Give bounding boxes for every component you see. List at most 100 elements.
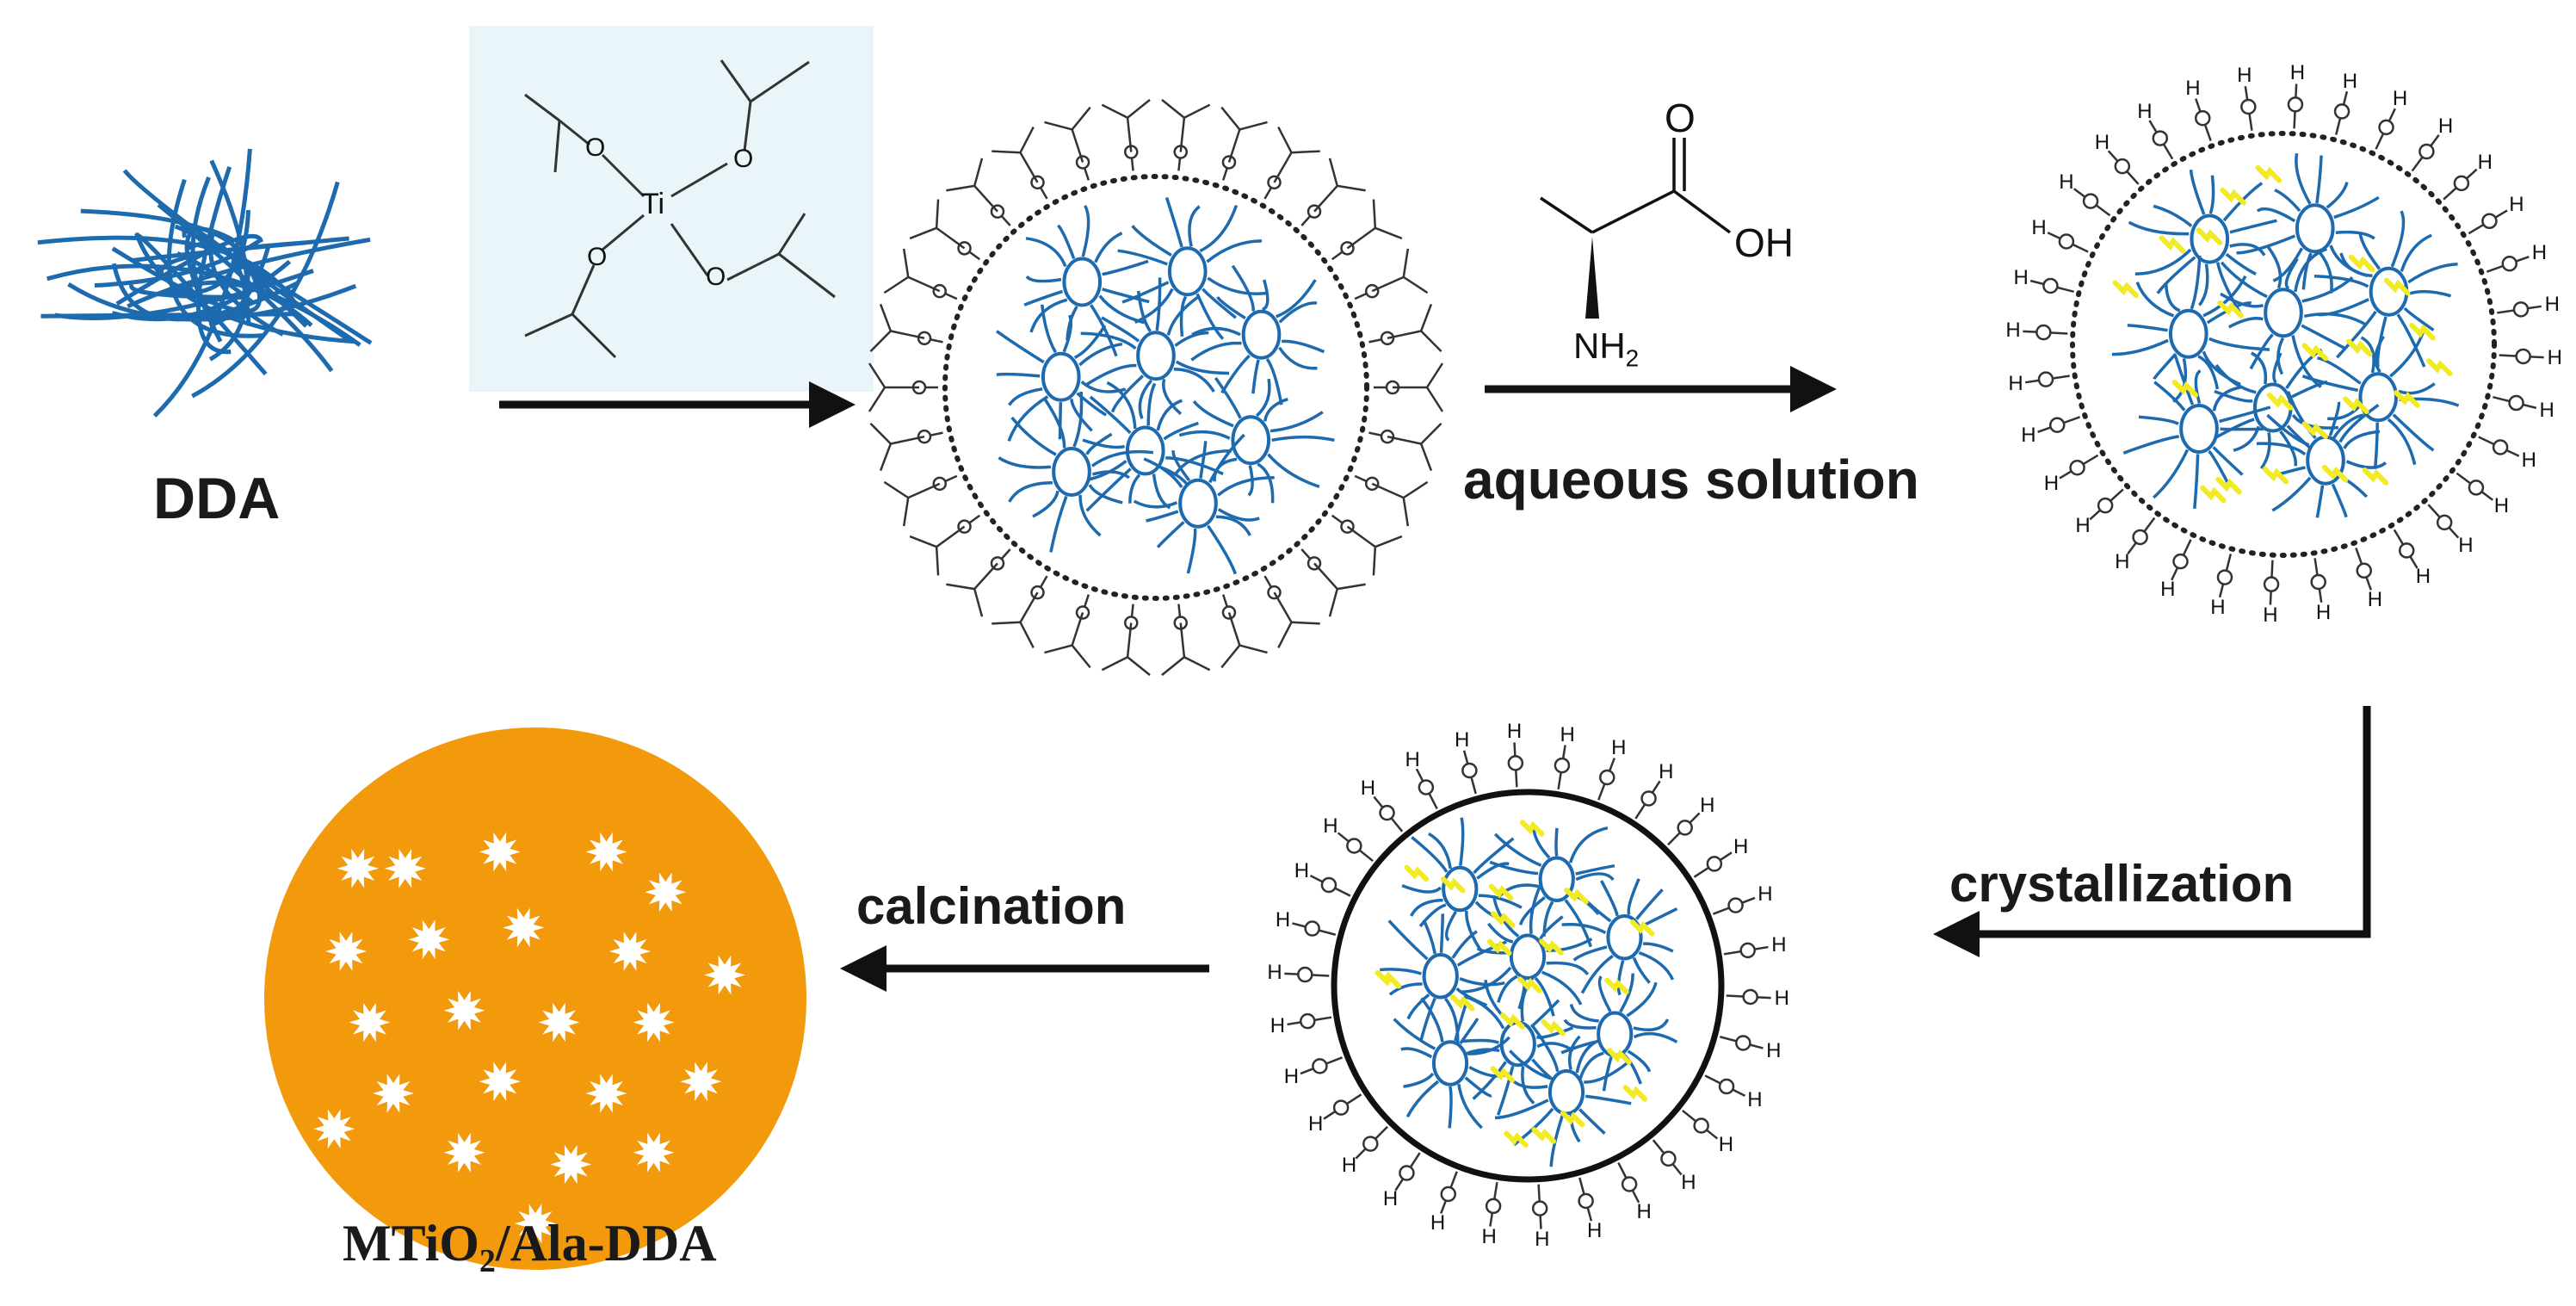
- surfactant-tail: [1070, 399, 1093, 432]
- p2-hydrogen-label: H: [2539, 398, 2554, 422]
- micelle-node: [2369, 266, 2409, 317]
- dda-fiber: [176, 251, 254, 305]
- surfactant-tail: [2256, 442, 2307, 456]
- ttip-o-atom: O: [587, 243, 608, 271]
- surfactant-tail: [2215, 364, 2257, 394]
- surfactant-tail: [1072, 391, 1084, 448]
- oxygen-atom: [1440, 1185, 1457, 1203]
- surfactant-tail: [2345, 460, 2388, 469]
- alanine-zigzag: [1560, 1110, 1585, 1128]
- p2-hydrogen-label: H: [2237, 64, 2252, 88]
- surfactant-tail: [1393, 1018, 1436, 1050]
- dda-fiber: [182, 226, 308, 328]
- micelle-node: [1509, 933, 1547, 980]
- surfactant-tail: [2331, 483, 2348, 518]
- oxygen-atom: [1640, 790, 1657, 807]
- surfactant-tail: [2138, 415, 2179, 425]
- surfactant-tail: [2272, 247, 2304, 282]
- p3-hydrogen-label: H: [1747, 1088, 1763, 1112]
- p2-hydrogen-label: H: [2521, 448, 2536, 472]
- surfactant-tail: [1025, 275, 1062, 283]
- surfactant-tail: [2111, 338, 2169, 356]
- surfactant-tail: [1419, 997, 1436, 1042]
- pore-star: [585, 1074, 627, 1113]
- surfactant-tail: [2208, 449, 2229, 483]
- dda-fiber: [157, 202, 334, 373]
- oxygen-atom: [1693, 1117, 1709, 1134]
- micelle-node: [1422, 953, 1459, 1000]
- surfactant-tail: [1638, 950, 1675, 981]
- dda-fiber: [115, 233, 263, 306]
- surfactant-tail: [2256, 207, 2296, 223]
- surfactant-tail: [2317, 298, 2369, 317]
- surfactant-tail: [1420, 997, 1444, 1043]
- surfactant-tail: [1207, 524, 1238, 575]
- surfactant-tail: [1156, 521, 1185, 548]
- surfactant-tail: [2153, 381, 2186, 412]
- p2-hydrogen-label: H: [2013, 266, 2029, 290]
- surfactant-tail: [1216, 295, 1246, 320]
- surfactant-tail: [1561, 922, 1607, 934]
- p3-hydrogen-label: H: [1587, 1218, 1603, 1242]
- micelle-node: [2358, 372, 2399, 423]
- surfactant-tail: [1585, 1094, 1632, 1105]
- surfactant-tail: [996, 372, 1041, 378]
- surfactant-tail: [1173, 367, 1215, 393]
- surfactant-tail: [1388, 982, 1423, 996]
- surfactant-tail: [1128, 474, 1141, 504]
- surfactant-tail: [2222, 182, 2264, 222]
- surfactant-tail: [1192, 399, 1234, 428]
- micelle-node: [1606, 914, 1643, 961]
- surfactant-tail: [2229, 243, 2266, 257]
- surfactant-tail: [1143, 457, 1183, 489]
- surfactant-tail: [1146, 510, 1179, 523]
- pore-star: [384, 848, 426, 888]
- oxygen-atom: [1677, 820, 1693, 836]
- surfactant-tail: [2153, 204, 2193, 227]
- oxygen-atom: [2356, 562, 2373, 579]
- alanine-zigzag: [2220, 187, 2246, 206]
- pore-star: [479, 832, 521, 872]
- dda-fiber: [159, 240, 306, 283]
- p3-hydrogen-label: H: [1382, 1186, 1399, 1210]
- dotted-boundary: [2070, 131, 2497, 558]
- surfactant-tail: [1626, 981, 1658, 1018]
- surfactant-tail: [1518, 896, 1546, 925]
- solid-boundary: [1331, 789, 1725, 1183]
- surfactant-tail: [2336, 310, 2377, 359]
- pore-star: [443, 1132, 485, 1173]
- surfactant-tail: [1206, 239, 1263, 263]
- surfactant-tail: [2338, 403, 2380, 443]
- surfactant-tail: [2339, 252, 2373, 278]
- p2-hydrogen-label: H: [2509, 193, 2524, 217]
- micelle-node: [1041, 351, 1081, 402]
- alanine-zigzag: [2343, 396, 2369, 415]
- oxygen-atom: [2069, 459, 2085, 476]
- micelle-node: [1062, 257, 1103, 307]
- surfactant-tail: [2403, 306, 2435, 331]
- alanine-zigzag: [2394, 390, 2420, 408]
- surfactant-tail: [2227, 317, 2264, 329]
- surfactant-tail: [1032, 490, 1059, 518]
- surfactant-tail: [1461, 966, 1512, 993]
- surfactant-tail: [1174, 331, 1209, 347]
- surfactant-tail: [2259, 432, 2271, 470]
- p2-hydrogen-label: H: [2367, 587, 2383, 611]
- surfactant-tail: [1146, 382, 1157, 426]
- oxygen-atom: [2240, 98, 2257, 115]
- surfactant-tail: [1010, 416, 1057, 456]
- micelle-node: [1597, 1011, 1634, 1057]
- surfactant-tail: [1572, 945, 1608, 962]
- pore-star: [325, 932, 367, 971]
- surfactant-tail: [2315, 155, 2323, 204]
- oxygen-atom: [1418, 779, 1435, 795]
- surfactant-tail: [1494, 1099, 1549, 1120]
- p2-hydrogen-label: H: [2115, 549, 2130, 573]
- alanine-zigzag: [2159, 235, 2186, 254]
- surfactant-tail: [1536, 1025, 1574, 1039]
- surfactant-tail: [2219, 405, 2271, 424]
- surfactant-tail: [1231, 264, 1255, 312]
- oxygen-atom: [1578, 1192, 1594, 1210]
- alanine-zigzag: [2383, 277, 2411, 296]
- surfactant-tail: [2193, 454, 2200, 510]
